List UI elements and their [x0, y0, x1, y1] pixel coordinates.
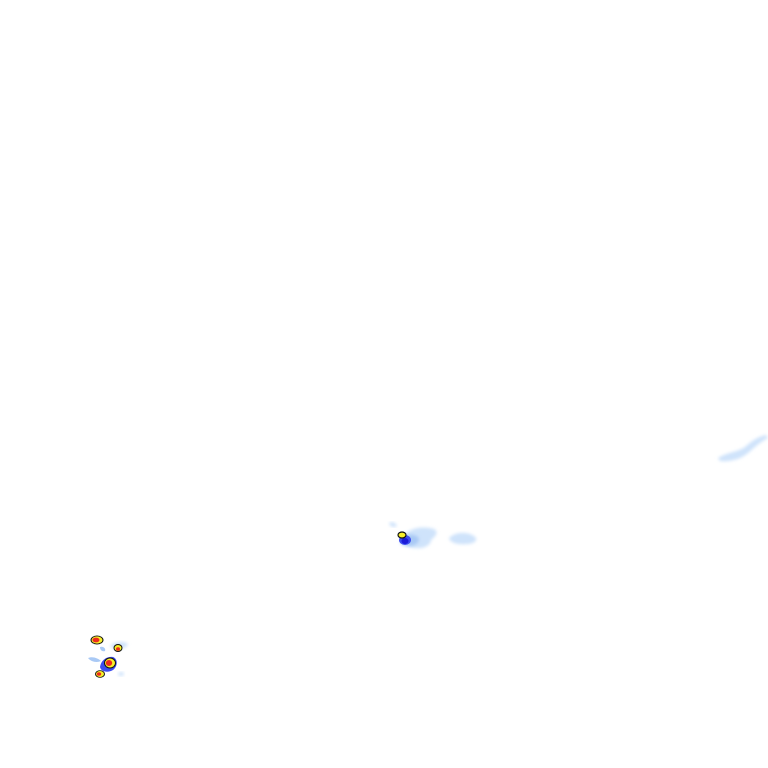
rain-core-red — [92, 637, 100, 643]
rain-core-red — [116, 647, 120, 651]
rain-area-moderate — [100, 646, 106, 652]
rain-cell-east — [718, 435, 768, 462]
rain-cell-southwest — [88, 635, 128, 678]
rain-area-moderate — [88, 657, 101, 662]
rain-area-light — [389, 522, 397, 527]
rain-area-light — [718, 435, 768, 462]
rain-cell-central — [389, 522, 477, 549]
rain-core-red — [96, 672, 102, 676]
rain-core-red — [105, 660, 113, 666]
rain-area-light — [449, 532, 477, 545]
rain-core-deep — [401, 538, 409, 544]
rain-core-yellow — [397, 531, 407, 539]
rain-area-light — [118, 672, 124, 676]
